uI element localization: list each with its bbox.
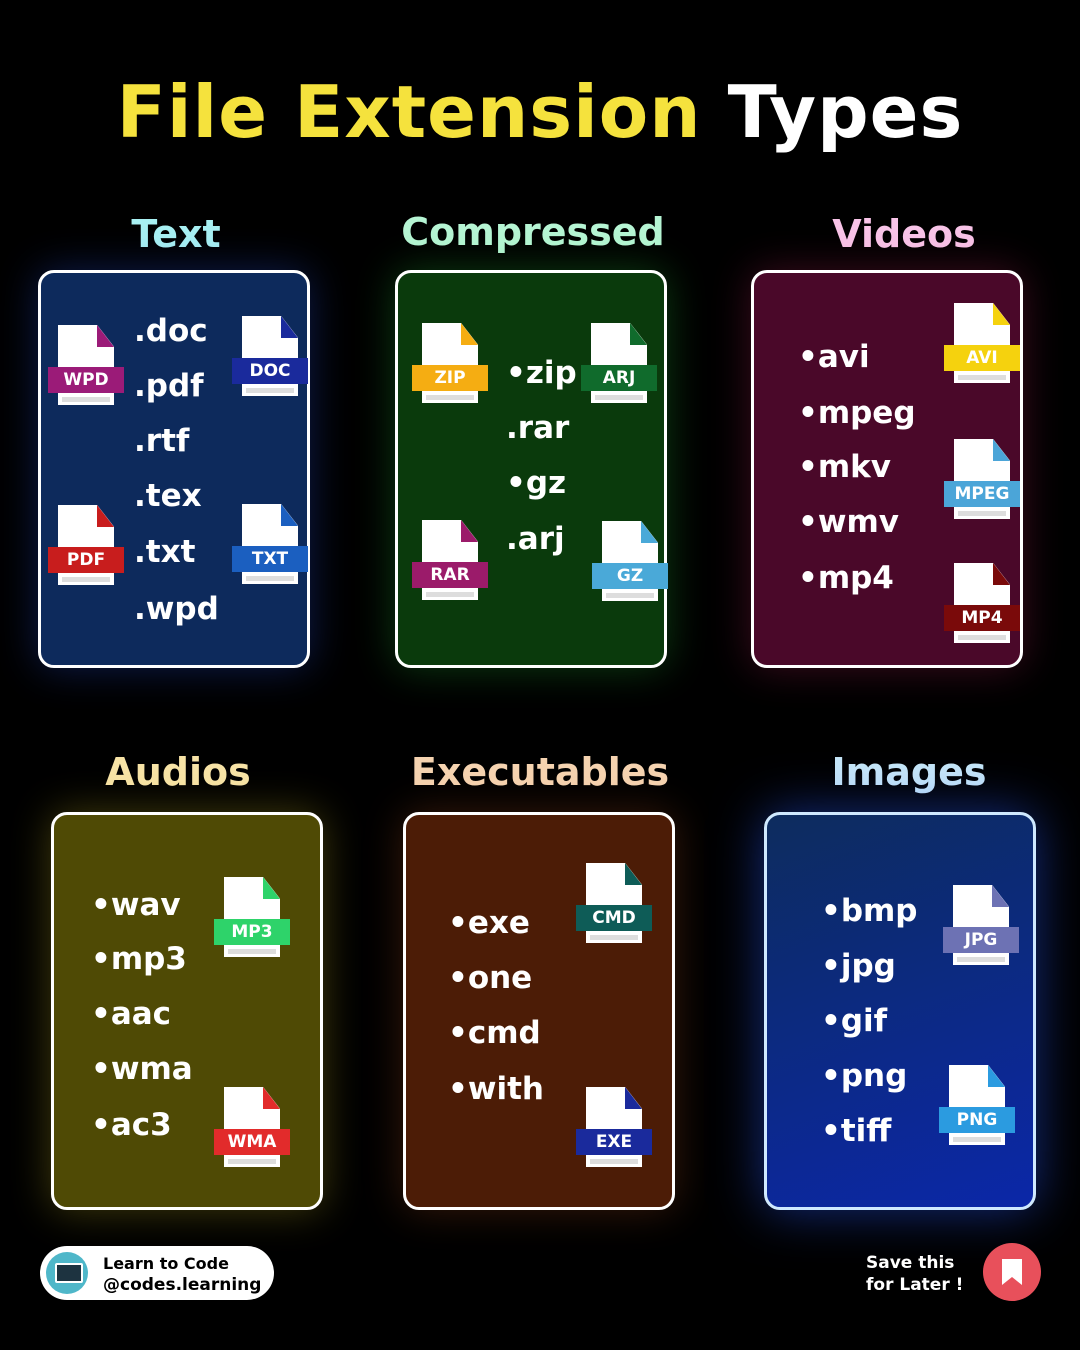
list-item: •wmv: [798, 504, 899, 540]
executables-category-title: Executables: [410, 750, 670, 794]
list-item: •avi: [798, 339, 870, 375]
pdf-file-icon: PDF: [48, 505, 124, 593]
list-item: .wpd: [134, 591, 219, 627]
save-line2: for Later !: [866, 1275, 964, 1295]
gz-file-icon: GZ: [592, 521, 668, 609]
list-item: .doc: [134, 313, 208, 349]
exe-file-icon: EXE: [576, 1087, 652, 1175]
list-item: •exe: [448, 905, 530, 941]
list-item: •wma: [91, 1051, 193, 1087]
list-item: .rtf: [134, 423, 190, 459]
save-line1: Save this: [866, 1253, 955, 1273]
list-item: •mkv: [798, 449, 891, 485]
list-item: .arj: [506, 521, 565, 557]
list-item: •mp4: [798, 560, 894, 596]
mp3-file-icon: MP3: [214, 877, 290, 965]
brand-logo: [46, 1252, 88, 1294]
list-item: •mpeg: [798, 395, 916, 431]
page-title: File Extension Types: [0, 70, 1080, 154]
jpg-file-icon: JPG: [943, 885, 1019, 973]
wma-file-icon: WMA: [214, 1087, 290, 1175]
bookmark-icon: [1002, 1259, 1022, 1285]
cmd-file-icon: CMD: [576, 863, 652, 951]
audios-category-title: Audios: [105, 750, 251, 794]
compressed-category-title: Compressed: [401, 210, 665, 254]
list-item: •one: [448, 960, 533, 996]
zip-file-icon: ZIP: [412, 323, 488, 411]
arj-file-icon: ARJ: [581, 323, 657, 411]
audios-card: MP3 WMA •wav •mp3 •aac •wma •ac3: [51, 812, 323, 1210]
list-item: •jpg: [821, 948, 896, 984]
mpeg-file-icon: MPEG: [944, 439, 1020, 527]
videos-card: AVI MPEG MP4 •avi •mpeg •mkv •wmv •mp4: [751, 270, 1023, 668]
doc-file-icon: DOC: [232, 316, 308, 404]
title-part2: Types: [727, 70, 964, 154]
rar-file-icon: RAR: [412, 520, 488, 608]
list-item: •cmd: [448, 1015, 541, 1051]
avi-file-icon: AVI: [944, 303, 1020, 391]
brand-handle-badge[interactable]: Learn to Code @codes.learning: [40, 1246, 274, 1300]
list-item: •ac3: [91, 1107, 172, 1143]
executables-card: CMD EXE •exe •one •cmd •with: [403, 812, 675, 1210]
list-item: •with: [448, 1071, 544, 1107]
title-part1: File Extension: [116, 70, 702, 154]
list-item: .txt: [134, 534, 196, 570]
save-for-later-text: Save this for Later !: [866, 1252, 963, 1296]
list-item: •mp3: [91, 941, 187, 977]
save-button[interactable]: [983, 1243, 1041, 1301]
mp4-file-icon: MP4: [944, 563, 1020, 651]
brand-line1: Learn to Code: [103, 1254, 229, 1273]
list-item: •gz: [506, 465, 567, 501]
text-card: WPD DOC PDF TXT .doc .pdf .rtf .tex .txt…: [38, 270, 310, 668]
images-card: JPG PNG •bmp •jpg •gif •png •tiff: [764, 812, 1036, 1210]
list-item: •wav: [91, 887, 181, 923]
brand-line2: @codes.learning: [103, 1275, 262, 1295]
compressed-card: ZIP ARJ RAR GZ •zip .rar •gz .arj: [395, 270, 668, 668]
wpd-file-icon: WPD: [48, 325, 124, 413]
list-item: •tiff: [821, 1113, 892, 1149]
list-item: •bmp: [821, 893, 918, 929]
txt-file-icon: TXT: [232, 504, 308, 592]
videos-category-title: Videos: [832, 212, 976, 256]
png-file-icon: PNG: [939, 1065, 1015, 1153]
list-item: .rar: [506, 410, 570, 446]
images-category-title: Images: [831, 750, 987, 794]
text-category-title: Text: [131, 212, 221, 256]
list-item: •gif: [821, 1003, 888, 1039]
list-item: •png: [821, 1058, 908, 1094]
list-item: •aac: [91, 996, 172, 1032]
list-item: •zip: [506, 355, 577, 391]
list-item: .tex: [134, 478, 202, 514]
list-item: .pdf: [134, 368, 204, 404]
